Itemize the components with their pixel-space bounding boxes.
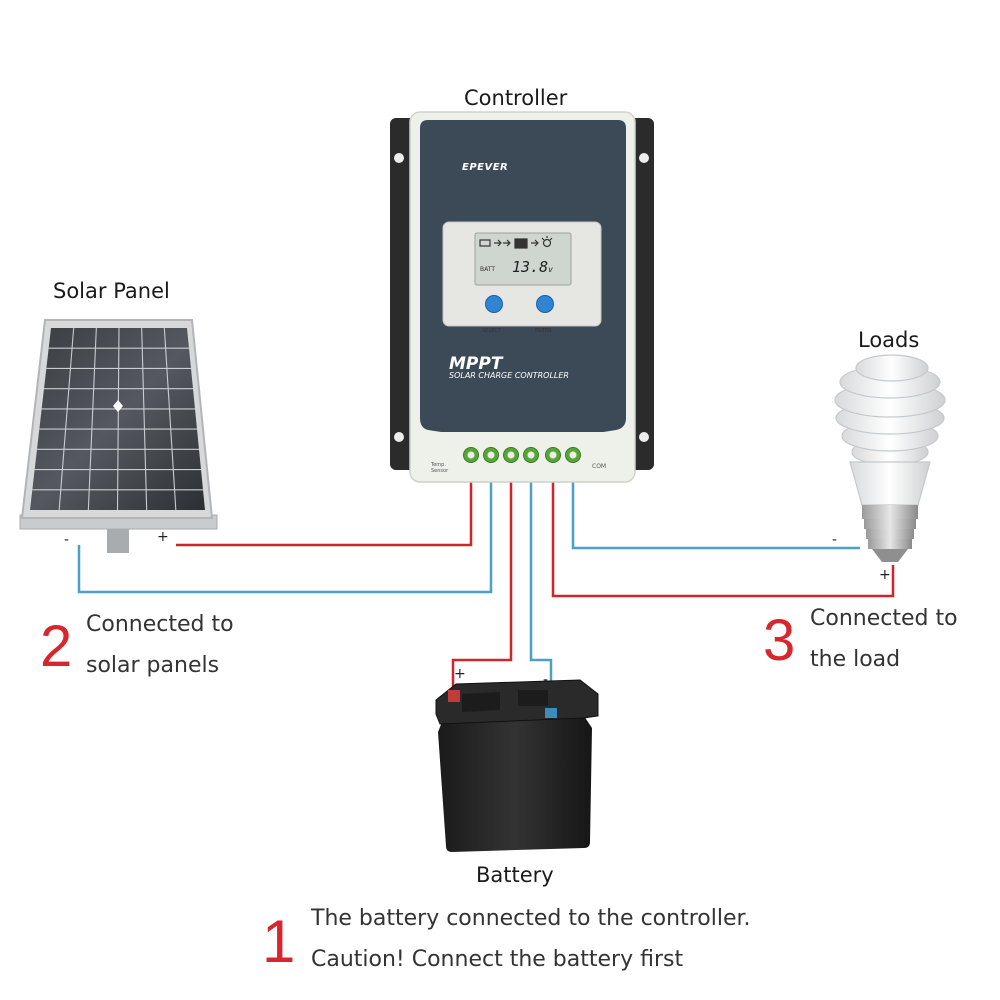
solar-panel [19,319,218,553]
solar-negative-mark: - [64,532,70,548]
step-3-line1: Connected to [810,606,958,631]
enter-button [536,295,554,313]
step-1-line2: Caution! Connect the battery first [311,947,684,972]
controller-brand: EPEVER [462,162,509,173]
com-port-label: COM [592,463,607,470]
temp-sensor-label: Temp. Sensor [431,462,449,474]
battery-positive-wire [451,475,513,700]
step-3-text: Connected to the load [810,598,958,680]
step-1-line1: The battery connected to the controller. [311,906,751,931]
lcd-battery-tag: BATT [480,266,495,273]
terminal-block [463,447,581,463]
solar-positive-wire [176,475,473,547]
lcd-voltage-unit: v [548,265,553,274]
lcd-voltage-number: 13.8 [512,258,549,276]
step-2-line1: Connected to [86,612,234,637]
battery-label: Battery [476,863,554,887]
step-2-line2: solar panels [86,653,220,678]
cfl-bulb [834,354,946,562]
product-subtitle: SOLAR CHARGE CONTROLLER [449,371,569,380]
wires [77,475,895,715]
solar-positive-mark: + [157,529,169,545]
lcd-voltage-value: 13.8v [512,258,553,276]
controller-label: Controller [464,86,568,110]
step-2-number: 2 [40,614,73,679]
load-negative-mark: - [832,532,838,548]
battery-unit [435,679,599,852]
load-negative-wire [571,475,860,550]
select-button [485,295,503,313]
step-3-number: 3 [763,608,796,673]
step-1-number: 1 [262,908,296,975]
load-positive-wire [551,475,895,598]
step-3-line2: the load [810,647,901,672]
select-button-label: SELECT [482,328,501,334]
solar-negative-wire [77,475,493,594]
solar-panel-label: Solar Panel [53,279,170,303]
load-positive-mark: + [879,567,891,583]
loads-label: Loads [858,328,920,352]
step-2-text: Connected to solar panels [86,604,234,686]
step-1-text: The battery connected to the controller.… [311,898,751,980]
solar-panel-cells [32,327,203,511]
battery-positive-mark: + [454,666,466,682]
product-name: MPPT [449,354,503,374]
battery-negative-mark: - [543,672,549,688]
enter-button-label: ENTER [535,328,552,334]
charge-controller [390,111,654,483]
